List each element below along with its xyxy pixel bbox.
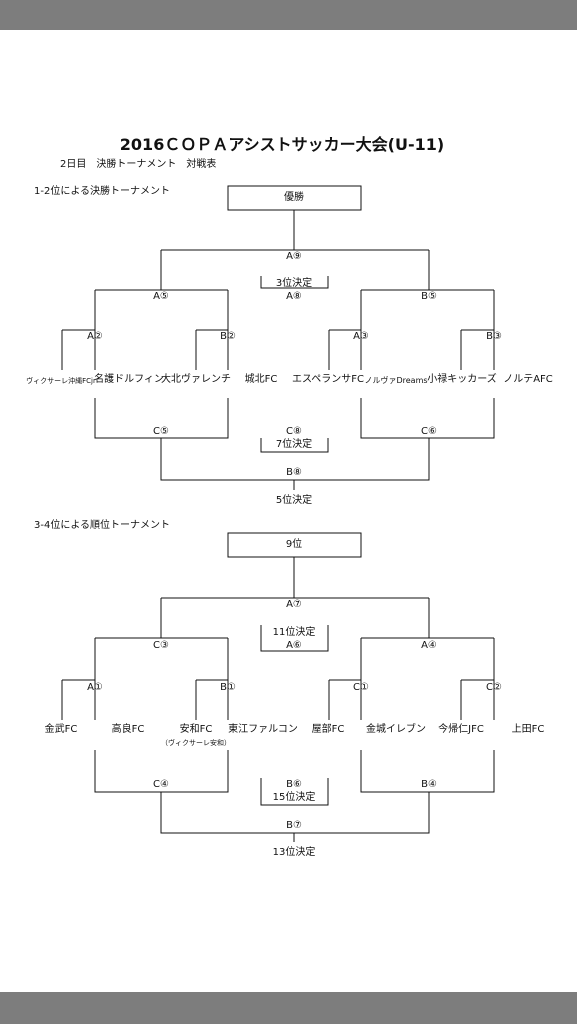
- team-note: （ヴィクサーレ安和）: [161, 739, 231, 747]
- bracket2-winner-lines: [61, 557, 495, 720]
- fifth-place-label: 5位決定: [275, 495, 313, 506]
- final-match-code: A⑦: [286, 599, 302, 610]
- semi-right-code: B⑤: [421, 291, 437, 302]
- team-name: 高良FC: [111, 724, 145, 735]
- thirteenth-final-code: B⑦: [286, 820, 302, 831]
- quarter-code: A③: [353, 331, 369, 342]
- bracket1-heading: 1-2位による決勝トーナメント: [34, 186, 171, 197]
- fifteenth-place-code: B⑥: [286, 779, 302, 790]
- consolation-left-code: C④: [153, 779, 169, 790]
- quarter-code: C②: [486, 682, 502, 693]
- team-name: 今帰仁JFC: [438, 724, 484, 735]
- team-name: 金城イレブン: [366, 724, 426, 735]
- quarter-code: A②: [87, 331, 103, 342]
- semi-left-code: C③: [153, 640, 169, 651]
- team-name: 名護ドルフィン: [94, 374, 164, 385]
- quarter-code: B①: [220, 682, 236, 693]
- page-subtitle: 2日目 決勝トーナメント 対戦表: [60, 159, 217, 170]
- consolation-right-code: B④: [421, 779, 437, 790]
- team-name: 小禄キッカーズ: [427, 374, 497, 385]
- bracket1-consolation-lines: [94, 398, 495, 490]
- third-place-label: 3位決定: [275, 278, 313, 289]
- quarter-code: A①: [87, 682, 103, 693]
- quarter-code: B③: [486, 331, 502, 342]
- semi-left-code: A⑤: [153, 291, 169, 302]
- eleventh-place-code: A⑥: [286, 640, 302, 651]
- ninth-place-label: 9位: [285, 539, 303, 550]
- bottom-bar: [0, 992, 577, 1024]
- final-match-code: A⑨: [286, 251, 302, 262]
- team-name: エスペランサFC: [291, 374, 365, 385]
- thirteenth-place-label: 13位決定: [272, 847, 316, 858]
- team-name: ノルテAFC: [503, 374, 553, 385]
- consolation-left-code: C⑤: [153, 426, 169, 437]
- bracket2-consolation-lines: [94, 750, 495, 842]
- team-name: 安和FC: [179, 724, 213, 735]
- seventh-place-code: C⑧: [286, 426, 302, 437]
- team-name: ヴィクサーレ沖縄FCjr: [26, 377, 96, 385]
- consolation-right-code: C⑥: [421, 426, 437, 437]
- quarter-code: B②: [220, 331, 236, 342]
- team-name: 城北FC: [244, 374, 278, 385]
- quarter-code: C①: [353, 682, 369, 693]
- team-name: ノルヴァDreams: [364, 376, 428, 385]
- team-name: 東江ファルコン: [228, 724, 298, 735]
- team-name: 屋部FC: [311, 724, 345, 735]
- third-place-code: A⑧: [286, 291, 302, 302]
- champion-label: 優勝: [284, 192, 304, 203]
- seventh-place-label: 7位決定: [275, 439, 313, 450]
- team-name: 上田FC: [511, 724, 545, 735]
- bracket2-heading: 3-4位による順位トーナメント: [34, 520, 171, 531]
- fifth-final-code: B⑧: [286, 467, 302, 478]
- page-title: 2016ＣＯＰＡアシストサッカー大会(U-11): [119, 135, 445, 154]
- document-page: [0, 30, 577, 992]
- bracket1-winner-lines: [61, 210, 495, 370]
- semi-right-code: A④: [421, 640, 437, 651]
- team-name: 金武FC: [44, 724, 78, 735]
- team-name: 大北ヴァレンチ: [161, 374, 231, 385]
- eleventh-place-label: 11位決定: [272, 627, 316, 638]
- fifteenth-place-label: 15位決定: [272, 792, 316, 803]
